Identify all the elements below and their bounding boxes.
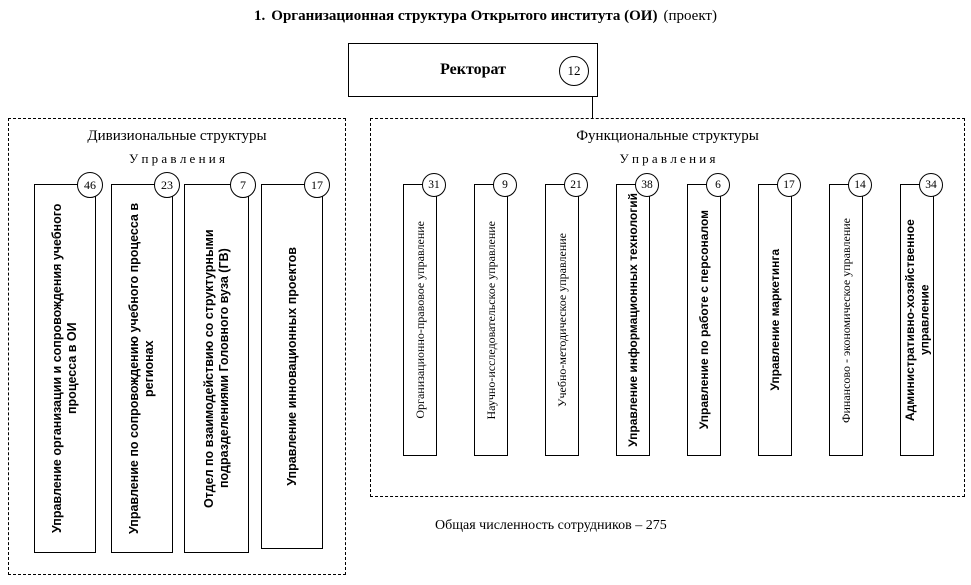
functional-unit-count-badge: 21 xyxy=(564,173,588,197)
functional-unit-label: Научно-исследовательское управление xyxy=(483,220,498,420)
divisional-unit-count-badge: 7 xyxy=(230,172,256,198)
functional-unit-label: Управление информационных технологий xyxy=(625,193,640,447)
divisional-unit-label: Управление по сопровождению учебного про… xyxy=(127,202,156,535)
divisional-unit-label: Управление организации и сопровождения у… xyxy=(50,203,79,534)
divisional-unit-box: Управление инновационных проектов 17 xyxy=(261,172,330,549)
functional-unit-count-badge: 34 xyxy=(919,173,943,197)
functional-unit-box: Управление по работе с персоналом 6 xyxy=(687,173,730,456)
functional-unit-count-badge: 31 xyxy=(422,173,446,197)
functional-unit-box: Административно-хозяйственное управление… xyxy=(900,173,943,456)
divisional-unit-box: Управление организации и сопровождения у… xyxy=(34,172,103,553)
title-main: Организационная структура Открытого инст… xyxy=(271,8,658,24)
divisional-unit-box: Отдел по взаимодействию со структурными … xyxy=(184,172,256,553)
functional-unit-count-badge: 17 xyxy=(777,173,801,197)
divisional-unit-box: Управление по сопровождению учебного про… xyxy=(111,172,180,553)
divisional-unit-count-badge: 46 xyxy=(77,172,103,198)
functional-unit-box: Организационно-правовое управление 31 xyxy=(403,173,446,456)
functional-group-title: Функциональные структуры xyxy=(576,128,759,144)
functional-unit-count-badge: 38 xyxy=(635,173,659,197)
divisional-group: Дивизиональные структуры У п р а в л е н… xyxy=(8,118,346,575)
rectorat-box: Ректорат 12 xyxy=(348,43,598,97)
functional-unit-box: Финансово - экономическое управление 14 xyxy=(829,173,872,456)
functional-unit-box: Управление маркетинга 17 xyxy=(758,173,801,456)
functional-unit-label: Финансово - экономическое управление xyxy=(838,217,853,423)
functional-unit-count-badge: 9 xyxy=(493,173,517,197)
functional-group: Функциональные структуры У п р а в л е н… xyxy=(370,118,965,497)
rectorat-label: Ректорат xyxy=(440,61,506,78)
rectorat-count-badge: 12 xyxy=(559,56,589,86)
divisional-unit-label: Отдел по взаимодействию со структурными … xyxy=(201,229,231,508)
connector-line xyxy=(592,97,593,118)
functional-unit-label: Административно-хозяйственное управление xyxy=(902,219,931,421)
functional-unit-label: Учебно-методическое управление xyxy=(554,233,569,407)
functional-unit-box: Управление информационных технологий 38 xyxy=(616,173,659,456)
title-suffix: (проект) xyxy=(663,8,717,24)
divisional-unit-label: Управление инновационных проектов xyxy=(284,247,299,486)
functional-unit-box: Учебно-методическое управление 21 xyxy=(545,173,588,456)
divisional-group-title: Дивизиональные структуры xyxy=(87,128,267,144)
functional-unit-label: Организационно-правовое управление xyxy=(412,221,427,419)
functional-unit-label: Управление маркетинга xyxy=(767,249,782,391)
functional-group-subtitle: У п р а в л е н и я xyxy=(619,151,716,166)
divisional-unit-count-badge: 23 xyxy=(154,172,180,198)
functional-unit-box: Научно-исследовательское управление 9 xyxy=(474,173,517,456)
total-staff-note: Общая численность сотрудников – 275 xyxy=(435,518,667,533)
functional-unit-label: Управление по работе с персоналом xyxy=(696,210,711,430)
title-number: 1. xyxy=(254,8,266,24)
divisional-unit-count-badge: 17 xyxy=(304,172,330,198)
divisional-group-subtitle: У п р а в л е н и я xyxy=(129,151,225,166)
functional-unit-count-badge: 6 xyxy=(706,173,730,197)
functional-unit-count-badge: 14 xyxy=(848,173,872,197)
page-title: 1. Организационная структура Открытого ин… xyxy=(0,8,971,25)
